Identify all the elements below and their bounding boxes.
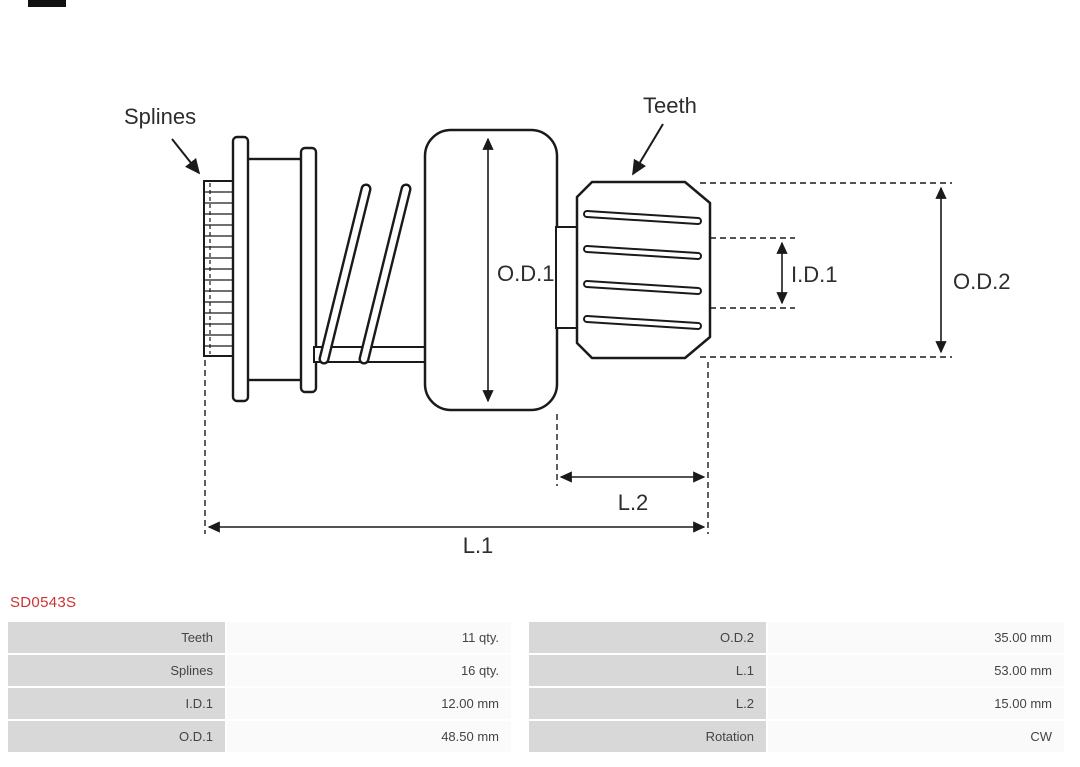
spec-value-cell: 16 qty. <box>227 655 511 686</box>
part-diagram: Splines Teeth O.D.1 I.D.1 O.D.2 L.2 L.1 <box>124 93 1010 558</box>
spec-label-cell: Splines <box>8 655 225 686</box>
dimension-guides <box>204 182 952 534</box>
dimension-lines <box>207 137 947 533</box>
pinion-neck <box>555 226 579 329</box>
part-number: SD0543S <box>10 594 77 611</box>
top-left-mark <box>28 0 66 7</box>
spec-value-cell: CW <box>768 721 1064 752</box>
rear-flange <box>299 146 318 394</box>
pointer-arrows <box>171 123 664 176</box>
front-flange <box>231 135 250 403</box>
table-spacer <box>513 622 527 653</box>
label-od2: O.D.2 <box>953 269 1010 294</box>
spec-table: Teeth 11 qty. O.D.2 35.00 mm Splines 16 … <box>8 622 1072 752</box>
label-splines: Splines <box>124 104 196 129</box>
spec-label-cell: L.1 <box>529 655 766 686</box>
spec-label-cell: I.D.1 <box>8 688 225 719</box>
spec-value-cell: 15.00 mm <box>768 688 1064 719</box>
label-id1: I.D.1 <box>791 262 837 287</box>
spec-value-cell: 48.50 mm <box>227 721 511 752</box>
pinion-gear <box>575 180 712 360</box>
spec-label-cell: Rotation <box>529 721 766 752</box>
spec-label-cell: O.D.2 <box>529 622 766 653</box>
table-spacer <box>513 688 527 719</box>
label-l1: L.1 <box>463 533 494 558</box>
table-spacer <box>513 655 527 686</box>
hub-barrel <box>238 157 312 382</box>
spec-value-cell: 11 qty. <box>227 622 511 653</box>
spec-label-cell: Teeth <box>8 622 225 653</box>
label-teeth: Teeth <box>643 93 697 118</box>
table-spacer <box>513 721 527 752</box>
spring <box>318 183 412 365</box>
spec-value-cell: 35.00 mm <box>768 622 1064 653</box>
spec-label-cell: L.2 <box>529 688 766 719</box>
spec-value-cell: 12.00 mm <box>227 688 511 719</box>
splines-pointer-arrow <box>171 138 201 175</box>
spec-value-cell: 53.00 mm <box>768 655 1064 686</box>
splined-shaft <box>203 180 234 357</box>
label-od1: O.D.1 <box>497 261 554 286</box>
gear-teeth <box>583 210 702 330</box>
teeth-pointer-arrow <box>632 123 664 176</box>
spec-label-cell: O.D.1 <box>8 721 225 752</box>
label-l2: L.2 <box>618 490 649 515</box>
diagram-labels: Splines Teeth O.D.1 I.D.1 O.D.2 L.2 L.1 <box>124 93 1010 558</box>
